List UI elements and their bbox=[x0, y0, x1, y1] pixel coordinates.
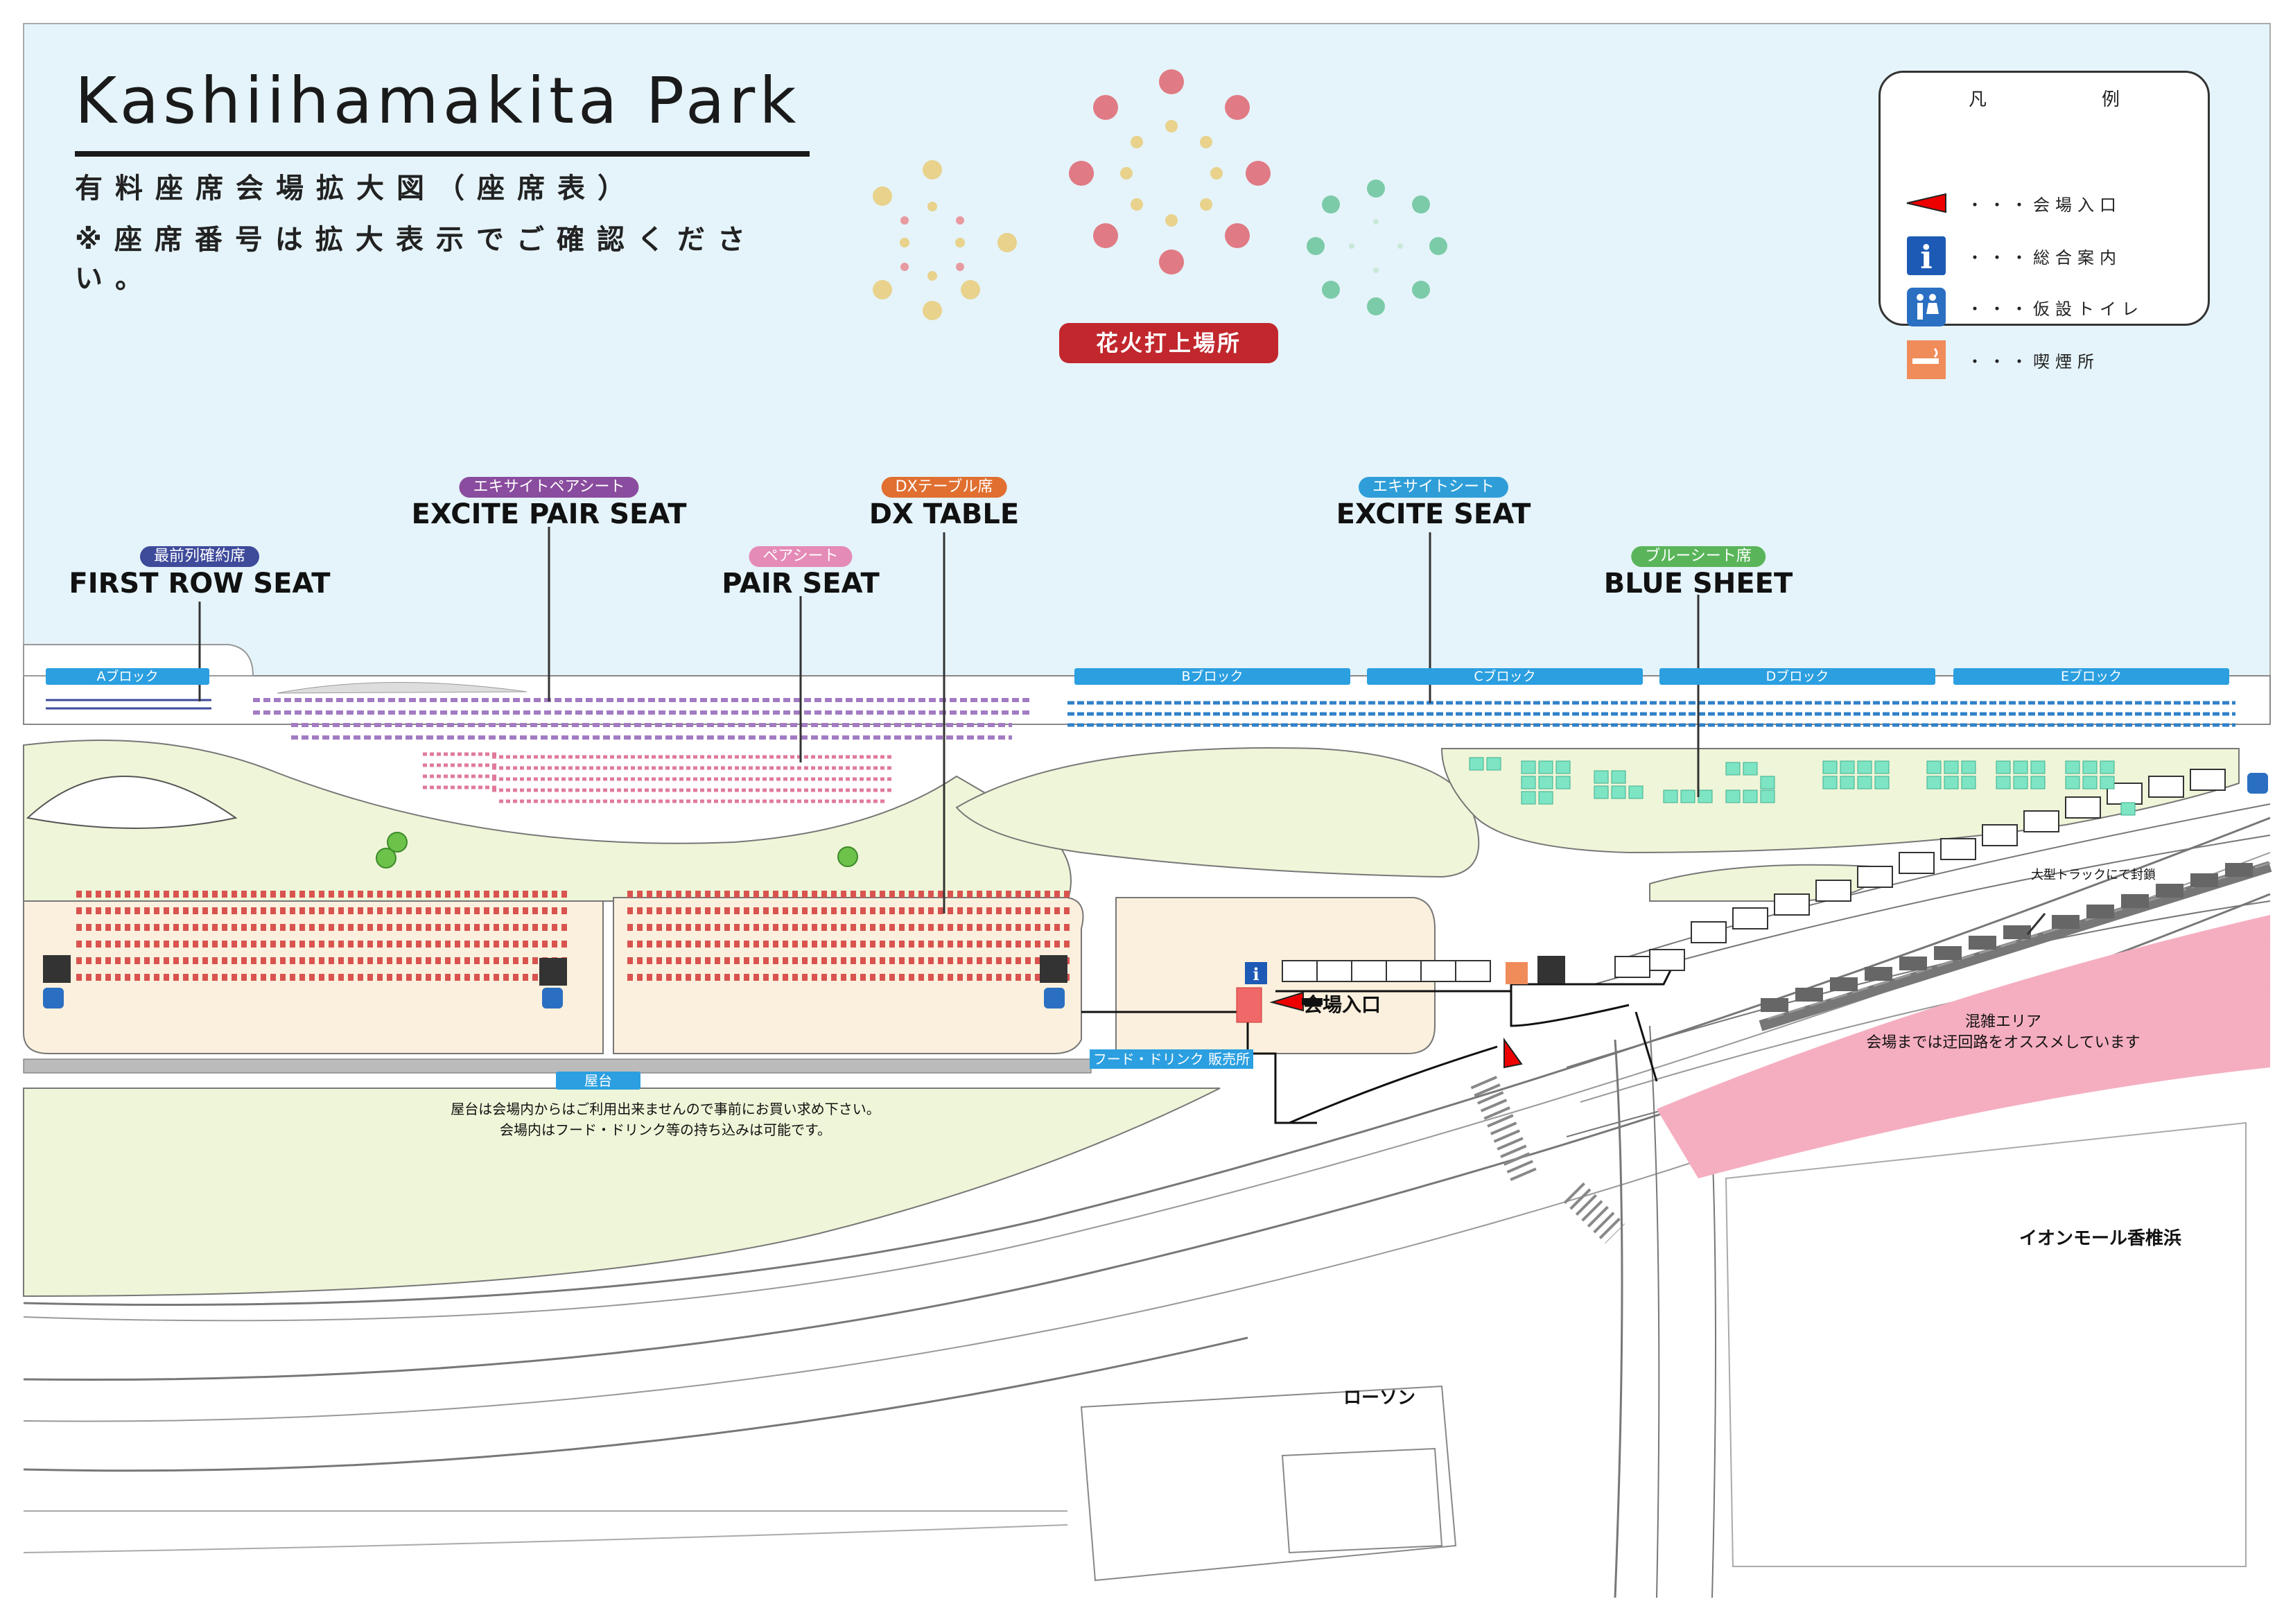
seat-number-note: ※座席番号は拡大表示でご確認ください。 bbox=[75, 224, 758, 295]
excite-pair-seats bbox=[253, 698, 1033, 740]
aeon-building bbox=[1725, 1121, 2247, 1567]
legend-toilet-label: ・・・仮設トイレ bbox=[1967, 299, 2144, 319]
detour-recommendation: 会場までは迂回路をオススメしています bbox=[1866, 1034, 2141, 1051]
legend-title: 凡 例 bbox=[1968, 89, 2168, 110]
info-icon: i bbox=[1906, 236, 1947, 275]
food-drink-stand-label: フード・ドリンク 販売所 bbox=[1090, 1049, 1253, 1069]
excite-seats bbox=[1067, 701, 2235, 727]
block-e-label: Eブロック bbox=[1953, 668, 2229, 685]
lawson-building bbox=[1080, 1385, 1457, 1582]
pair-seat-jp: ペアシート bbox=[749, 546, 853, 567]
legend-info-label: ・・・総合案内 bbox=[1967, 247, 2122, 268]
fireworks-right bbox=[1307, 180, 1447, 315]
truck-closure-label: 大型トラックにて封鎖 bbox=[2031, 868, 2156, 882]
legend-row-smoking: ・・・喫煙所 bbox=[1906, 340, 2197, 379]
svg-text:i: i bbox=[1920, 238, 1932, 275]
congestion-area-label: 混雑エリア bbox=[1964, 1013, 2041, 1031]
toilet-icon bbox=[43, 773, 2268, 1009]
page-title: Kashiihamakita Park bbox=[75, 64, 801, 138]
plaza-sand bbox=[1115, 897, 1436, 1054]
mound-1 bbox=[26, 776, 238, 829]
stall-icon bbox=[43, 955, 1565, 986]
dx-table-label: DX TABLE bbox=[869, 498, 1020, 530]
title-underline bbox=[75, 151, 810, 157]
entrance-label: 会場入口 bbox=[1303, 993, 1381, 1016]
first-row-seat-label: FIRST ROW SEAT bbox=[69, 568, 331, 600]
excite-pair-seat-jp: エキサイトペアシート bbox=[459, 477, 639, 498]
entrance-arrow-icon-2 bbox=[1503, 1037, 1523, 1069]
blue-sheet-label: BLUE SHEET bbox=[1603, 568, 1793, 600]
stall-row bbox=[23, 1058, 1092, 1074]
legend-row-info: i ・・・総合案内 bbox=[1906, 236, 2197, 275]
smoking-icon bbox=[1906, 340, 1947, 379]
excite-pair-seat-label: EXCITE PAIR SEAT bbox=[411, 498, 687, 530]
toilet-icon bbox=[1906, 288, 1947, 326]
stalls-label: 屋台 bbox=[556, 1072, 640, 1090]
dx-table-seats bbox=[76, 891, 1071, 981]
info-icon bbox=[1245, 962, 1267, 984]
blue-sheet-jp: ブルーシート席 bbox=[1631, 546, 1765, 567]
legend-smoking-label: ・・・喫煙所 bbox=[1967, 351, 2100, 372]
a-block-seats bbox=[46, 699, 211, 710]
stalls-note-2: 会場内はフード・ドリンク等の持ち込みは可能です。 bbox=[500, 1121, 831, 1138]
block-a-label: Aブロック bbox=[46, 668, 209, 685]
legend: 凡 例 ・・・会場入口 i ・・・総合案内 ・・・仮設トイレ ・・・喫煙所 bbox=[1878, 71, 2210, 379]
fireworks-launch-site-label: 花火打上場所 bbox=[1059, 323, 1278, 363]
entrance-gate bbox=[1236, 987, 1262, 1023]
legend-row-entrance: ・・・会場入口 bbox=[1906, 184, 2197, 222]
svg-text:i: i bbox=[1253, 964, 1259, 984]
pair-seat-label: PAIR SEAT bbox=[722, 568, 880, 600]
pair-seats bbox=[423, 752, 894, 803]
block-d-label: Dブロック bbox=[1659, 668, 1935, 685]
dx-area-east bbox=[613, 897, 1084, 1054]
stalls-note-1: 屋台は会場内からはご利用出来ませんので事前にお買い求め下さい。 bbox=[451, 1101, 880, 1117]
fireworks-center bbox=[1069, 69, 1271, 274]
south-lawn bbox=[23, 1088, 1221, 1298]
legend-row-toilet: ・・・仮設トイレ bbox=[1906, 288, 2197, 326]
tree-icon bbox=[376, 832, 858, 868]
legend-entrance-label: ・・・会場入口 bbox=[1967, 195, 2122, 215]
excite-seat-label: EXCITE SEAT bbox=[1336, 498, 1531, 530]
excite-seat-jp: エキサイトシート bbox=[1358, 477, 1509, 498]
first-row-seat-jp: 最前列確約席 bbox=[139, 546, 260, 567]
a-block-pier bbox=[23, 644, 254, 676]
dx-table-jp: DXテーブル席 bbox=[881, 477, 1007, 498]
aeon-mall-label: イオンモール香椎浜 bbox=[2019, 1228, 2181, 1249]
block-c-label: Cブロック bbox=[1367, 668, 1643, 685]
fireworks-left bbox=[873, 160, 1017, 320]
entrance-arrow-icon bbox=[1906, 184, 1947, 222]
block-b-label: Bブロック bbox=[1074, 668, 1350, 685]
congestion-area bbox=[1657, 915, 2270, 1178]
pier-edge bbox=[277, 682, 528, 694]
lawson-label: ローソン bbox=[1343, 1388, 1415, 1408]
central-lawn bbox=[955, 747, 1480, 878]
smoking-icon bbox=[1506, 962, 1528, 984]
page-subtitle: 有料座席会場拡大図（座席表） bbox=[75, 173, 638, 204]
title-block: Kashiihamakita Park 有料座席会場拡大図（座席表） ※座席番号… bbox=[75, 69, 810, 298]
blue-sheet-seats bbox=[1469, 757, 2136, 816]
